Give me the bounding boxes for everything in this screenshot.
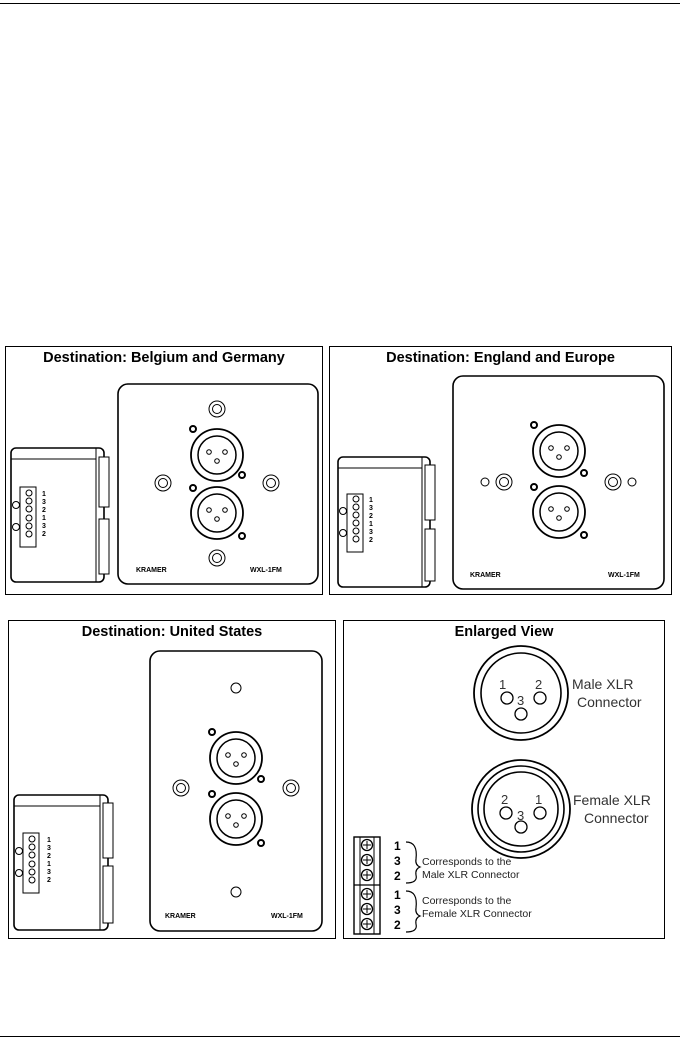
terminal-pin-label: 3 bbox=[394, 903, 401, 917]
panel-title: Destination: Belgium and Germany bbox=[43, 350, 285, 366]
female-xlr-label: Connector bbox=[584, 810, 649, 826]
model-label: WXL-1FM bbox=[608, 572, 640, 579]
female-pin-number: 3 bbox=[517, 808, 524, 823]
side-pin-label: 3 bbox=[47, 869, 51, 876]
side-pin-label: 3 bbox=[42, 499, 46, 506]
panel-title: Destination: United States bbox=[81, 624, 263, 640]
model-label: WXL-1FM bbox=[271, 913, 303, 920]
brand-label: KRAMER bbox=[165, 913, 196, 920]
male-correspondence-note: Corresponds to the bbox=[422, 856, 511, 868]
female-xlr-connector bbox=[208, 790, 265, 847]
terminal-pin-label: 1 bbox=[394, 839, 401, 853]
model-label: WXL-1FM bbox=[250, 567, 282, 574]
male-xlr-connector bbox=[189, 425, 246, 482]
side-pin-label: 2 bbox=[47, 853, 51, 860]
footer-rule bbox=[0, 1036, 680, 1037]
side-pin-label: 2 bbox=[42, 507, 46, 514]
terminal-pin-label: 1 bbox=[394, 888, 401, 902]
front-plate: KRAMER WXL-1FM bbox=[117, 383, 319, 585]
male-pin-number: 3 bbox=[517, 693, 524, 708]
terminal-pin-label: 2 bbox=[394, 918, 401, 932]
wall-plate-diagram: 1 3 2 1 3 2 bbox=[337, 375, 665, 590]
side-pin-label: 1 bbox=[369, 497, 373, 504]
panel-title: Destination: England and Europe bbox=[386, 350, 615, 366]
male-xlr-connector bbox=[208, 728, 265, 785]
side-pin-label: 3 bbox=[369, 505, 373, 512]
panel-title: Enlarged View bbox=[454, 624, 554, 640]
side-view: 1 3 2 1 3 2 bbox=[13, 794, 114, 931]
male-xlr-label: Connector bbox=[577, 694, 642, 710]
terminal-screws bbox=[360, 838, 374, 931]
terminal-screws bbox=[25, 489, 33, 538]
wall-plate-diagram: 1 3 2 1 3 2 bbox=[13, 650, 323, 932]
female-correspondence-note: Corresponds to the bbox=[422, 895, 511, 907]
front-plate: KRAMER WXL-1FM bbox=[149, 650, 323, 932]
side-pin-label: 3 bbox=[42, 523, 46, 530]
side-pin-label: 1 bbox=[369, 521, 373, 528]
side-pin-label: 3 bbox=[47, 845, 51, 852]
side-view: 1 3 2 1 3 2 bbox=[337, 456, 436, 588]
male-brace bbox=[405, 841, 422, 884]
male-pin-number: 1 bbox=[499, 677, 506, 692]
female-pin-number: 1 bbox=[535, 792, 542, 807]
side-pin-label: 1 bbox=[42, 491, 46, 498]
female-xlr-enlarged: 2 1 3 bbox=[471, 759, 571, 859]
panel-england-europe: Destination: England and Europe 1 3 2 1 bbox=[329, 346, 672, 595]
side-pin-label: 1 bbox=[42, 515, 46, 522]
terminal-pin-label: 2 bbox=[394, 869, 401, 883]
side-view: 1 3 2 1 3 2 bbox=[10, 447, 110, 583]
male-xlr-enlarged: 1 2 3 bbox=[473, 645, 569, 741]
male-xlr-label: Male XLR bbox=[572, 676, 633, 692]
brand-label: KRAMER bbox=[470, 572, 501, 579]
header-rule bbox=[0, 3, 680, 4]
female-xlr-label: Female XLR bbox=[573, 792, 651, 808]
side-pin-label: 3 bbox=[369, 529, 373, 536]
side-pin-label: 2 bbox=[369, 513, 373, 520]
side-pin-label: 1 bbox=[47, 837, 51, 844]
terminal-block: 1 3 2 1 3 2 Corresponds to the Male XLR … bbox=[353, 836, 532, 935]
female-brace bbox=[405, 890, 422, 933]
side-pin-label: 2 bbox=[47, 877, 51, 884]
enlarged-diagram: 1 2 3 Male XLR Connector 2 1 3 Female XL… bbox=[353, 645, 651, 935]
front-plate: KRAMER WXL-1FM bbox=[452, 375, 665, 590]
panel-enlarged-view: Enlarged View 1 2 3 Male XLR Connector 2… bbox=[343, 620, 665, 939]
terminal-pin-label: 3 bbox=[394, 854, 401, 868]
side-pin-label: 1 bbox=[47, 861, 51, 868]
panel-united-states: Destination: United States 1 3 2 1 3 bbox=[8, 620, 336, 939]
female-xlr-connector bbox=[189, 484, 246, 540]
male-correspondence-note: Male XLR Connector bbox=[422, 869, 520, 881]
terminal-screws bbox=[352, 495, 360, 543]
female-pin-number: 2 bbox=[501, 792, 508, 807]
female-xlr-connector bbox=[530, 483, 588, 539]
male-xlr-connector bbox=[530, 421, 588, 478]
panel-belgium-germany: Destination: Belgium and Germany 1 3 2 1 bbox=[5, 346, 323, 595]
side-pin-label: 2 bbox=[369, 537, 373, 544]
brand-label: KRAMER bbox=[136, 567, 167, 574]
terminal-screws bbox=[28, 835, 36, 884]
wall-plate-diagram: 1 3 2 1 3 2 bbox=[10, 383, 319, 585]
male-pin-number: 2 bbox=[535, 677, 542, 692]
female-correspondence-note: Female XLR Connector bbox=[422, 908, 532, 920]
side-pin-label: 2 bbox=[42, 531, 46, 538]
